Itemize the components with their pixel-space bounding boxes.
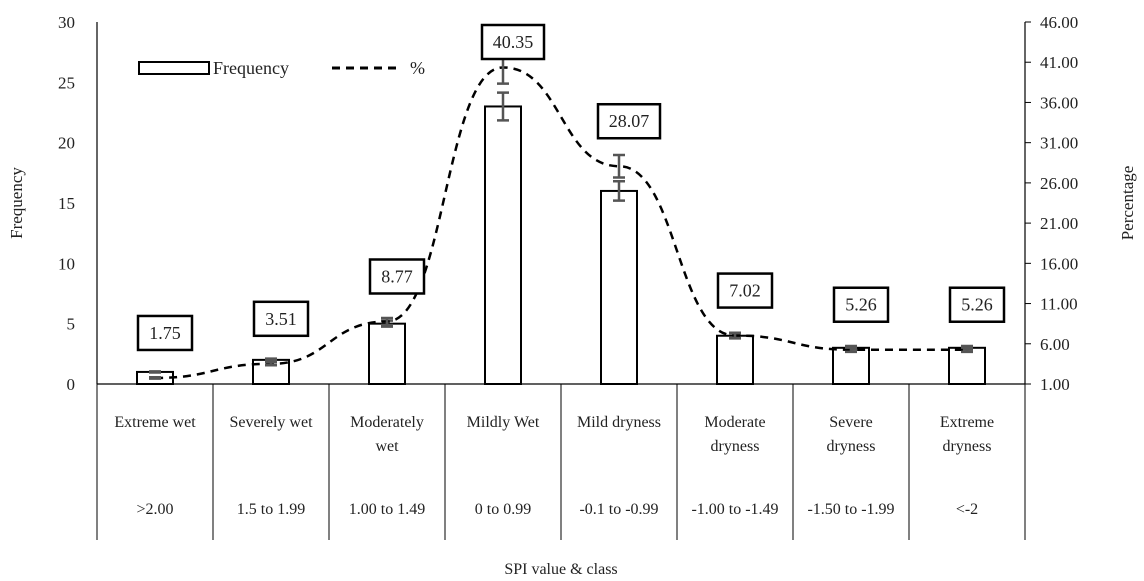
- y-tick-label: 30: [58, 13, 75, 32]
- percent-data-label: 40.35: [493, 32, 534, 52]
- y2-tick-label: 26.00: [1040, 174, 1078, 193]
- frequency-error-bar: [149, 370, 161, 374]
- percent-error-bar: [845, 346, 857, 354]
- spi-range-label: -1.50 to -1.99: [807, 501, 894, 518]
- category-label: Extreme: [940, 414, 994, 431]
- y2-tick-label: 1.00: [1040, 375, 1070, 394]
- y2-tick-label: 41.00: [1040, 53, 1078, 72]
- spi-range-label: -0.1 to -0.99: [579, 501, 658, 518]
- percent-error-bar: [961, 346, 973, 354]
- y2-tick-label: 46.00: [1040, 13, 1078, 32]
- frequency-bar: [716, 334, 754, 386]
- percent-data-label: 5.26: [961, 295, 993, 315]
- percent-label-box: [832, 286, 890, 323]
- y-tick-label: 5: [67, 315, 76, 334]
- percent-data-label: 5.26: [845, 295, 877, 315]
- percent-label-box: [252, 300, 310, 338]
- percent-label-box: [136, 314, 194, 352]
- category-label: dryness: [711, 438, 760, 455]
- y-tick-label: 15: [58, 194, 75, 213]
- percent-error-bar: [149, 376, 161, 380]
- y2-axis-title: Percentage: [1118, 166, 1137, 241]
- spi-range-label: <-2: [956, 501, 978, 518]
- frequency-error-bar: [613, 180, 625, 202]
- legend-percent-label: %: [410, 58, 425, 78]
- y2-tick-label: 31.00: [1040, 134, 1078, 153]
- category-label: Extreme wet: [114, 414, 196, 431]
- frequency-error-bar: [265, 357, 277, 363]
- percent-label-box: [480, 23, 546, 61]
- frequency-bar: [368, 322, 406, 385]
- y2-tick-label: 6.00: [1040, 335, 1070, 354]
- y2-tick-label: 11.00: [1040, 295, 1078, 314]
- y-tick-label: 25: [58, 73, 75, 92]
- category-label: Moderately: [350, 414, 424, 431]
- percent-label-box: [596, 102, 662, 140]
- legend: Frequency %: [138, 58, 425, 78]
- frequency-bar: [600, 189, 638, 385]
- percent-label-box: [716, 272, 774, 309]
- percent-label-box: [948, 286, 1006, 323]
- category-label: Severe: [829, 414, 873, 431]
- spi-range-label: >2.00: [136, 501, 173, 518]
- category-label: Mildly Wet: [467, 414, 540, 431]
- category-label: Moderate: [704, 414, 765, 431]
- y2-tick-label: 21.00: [1040, 214, 1078, 233]
- legend-frequency-swatch: [138, 61, 210, 75]
- spi-range-label: -1.00 to -1.49: [691, 501, 778, 518]
- y-axis-title: Frequency: [7, 167, 26, 239]
- percent-line: [154, 66, 967, 380]
- y-tick-label: 0: [67, 375, 76, 394]
- x-axis-title: SPI value & class: [504, 561, 617, 578]
- category-label: Mild dryness: [577, 414, 661, 431]
- category-label: dryness: [943, 438, 992, 455]
- percent-error-bar: [381, 316, 393, 327]
- percent-error-bar: [613, 153, 625, 179]
- legend-frequency-label: Frequency: [213, 58, 289, 78]
- spi-range-label: 1.5 to 1.99: [237, 501, 305, 518]
- percent-label-box: [368, 258, 426, 295]
- spi-range-label: 0 to 0.99: [475, 501, 531, 518]
- frequency-bar: [948, 346, 986, 385]
- percent-error-bar: [729, 331, 741, 340]
- y2-tick-label: 36.00: [1040, 93, 1078, 112]
- percent-data-label: 3.51: [265, 309, 297, 329]
- percent-data-label: 7.02: [729, 281, 761, 301]
- y-tick-label: 20: [58, 134, 75, 153]
- category-label: wet: [375, 438, 399, 455]
- percent-data-label: 28.07: [609, 111, 650, 131]
- frequency-bar: [832, 346, 870, 385]
- category-label: dryness: [827, 438, 876, 455]
- category-label: Severely wet: [229, 414, 313, 431]
- frequency-bar: [484, 105, 522, 385]
- spi-range-label: 1.00 to 1.49: [349, 501, 425, 518]
- percent-error-bar: [265, 361, 277, 367]
- y2-tick-label: 16.00: [1040, 254, 1078, 273]
- frequency-error-bar: [497, 91, 509, 122]
- percent-data-label: 8.77: [381, 266, 413, 286]
- percent-data-label: 1.75: [149, 323, 181, 343]
- y-tick-label: 10: [58, 254, 75, 273]
